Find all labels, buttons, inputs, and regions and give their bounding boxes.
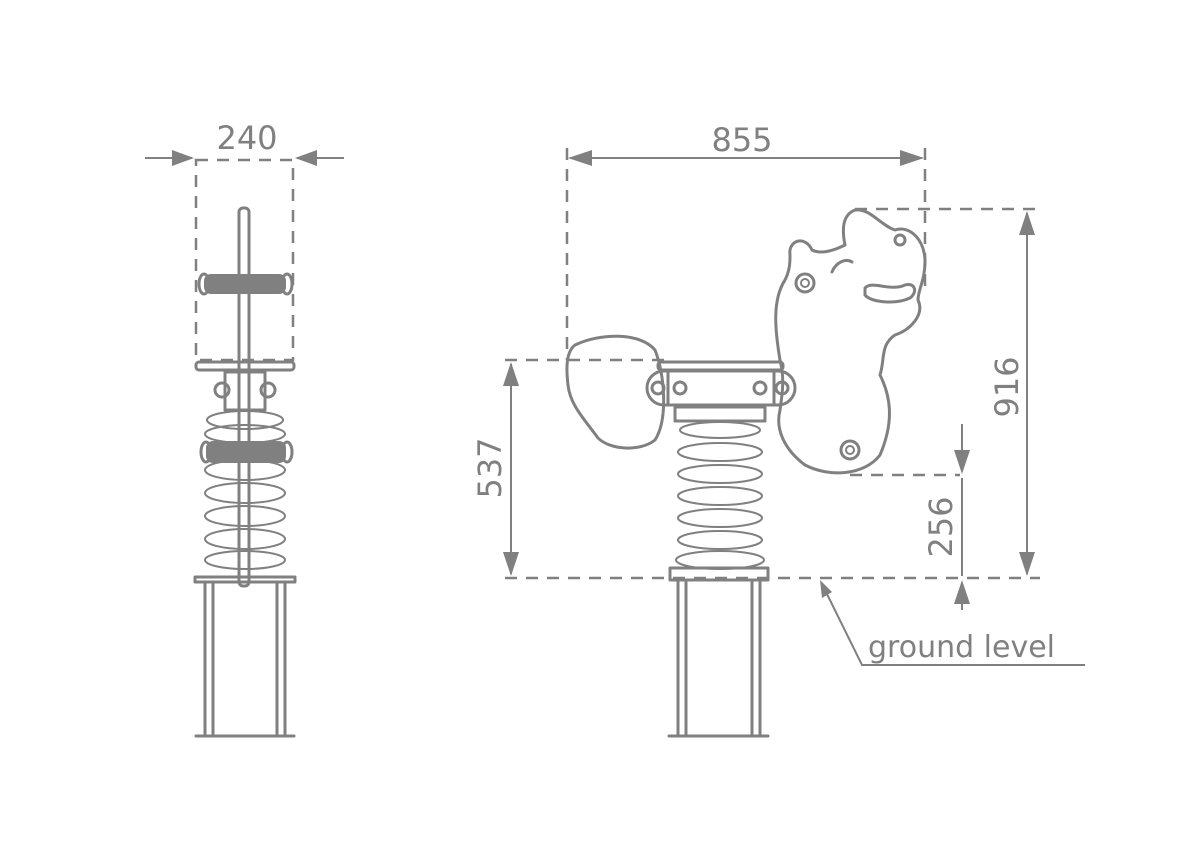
- head-panel: [774, 208, 927, 475]
- spring: [675, 421, 765, 570]
- nostril: [893, 233, 907, 247]
- seat-assembly: [645, 360, 797, 423]
- total-height-dimension: 916: [988, 211, 1035, 576]
- spring: [204, 410, 286, 570]
- handlebar: [197, 272, 294, 296]
- tail-panel: [565, 334, 666, 450]
- mouth: [863, 282, 917, 304]
- clearance-dimension: 256: [922, 424, 970, 610]
- seat-height-dimension: 537: [471, 362, 519, 576]
- post: [667, 580, 770, 738]
- clearance-label: 256: [922, 496, 960, 557]
- front-view: 855 916 537 256 ground level: [471, 121, 1085, 738]
- length-dimension: 855: [568, 121, 924, 166]
- bolt-body: [839, 439, 861, 461]
- pole: [237, 206, 251, 588]
- dimension-guides: [505, 148, 1040, 580]
- post: [194, 580, 296, 738]
- seat-plate: [194, 360, 296, 372]
- ground-level-label: ground level: [868, 630, 1055, 665]
- footrest: [199, 440, 294, 464]
- width-dimension: 240: [145, 119, 344, 166]
- width-label: 240: [216, 119, 277, 157]
- base-plate: [668, 566, 770, 582]
- eyebrow: [830, 258, 854, 274]
- bolt-head: [794, 272, 816, 294]
- seat-height-label: 537: [471, 437, 509, 498]
- side-envelope-dashed: [194, 158, 295, 362]
- seat-bracket: [223, 370, 267, 412]
- ground-level-callout: ground level: [820, 580, 1085, 666]
- base-plate: [193, 575, 297, 584]
- side-view: 240: [145, 119, 344, 738]
- length-label: 855: [711, 121, 772, 159]
- total-height-label: 916: [988, 356, 1026, 417]
